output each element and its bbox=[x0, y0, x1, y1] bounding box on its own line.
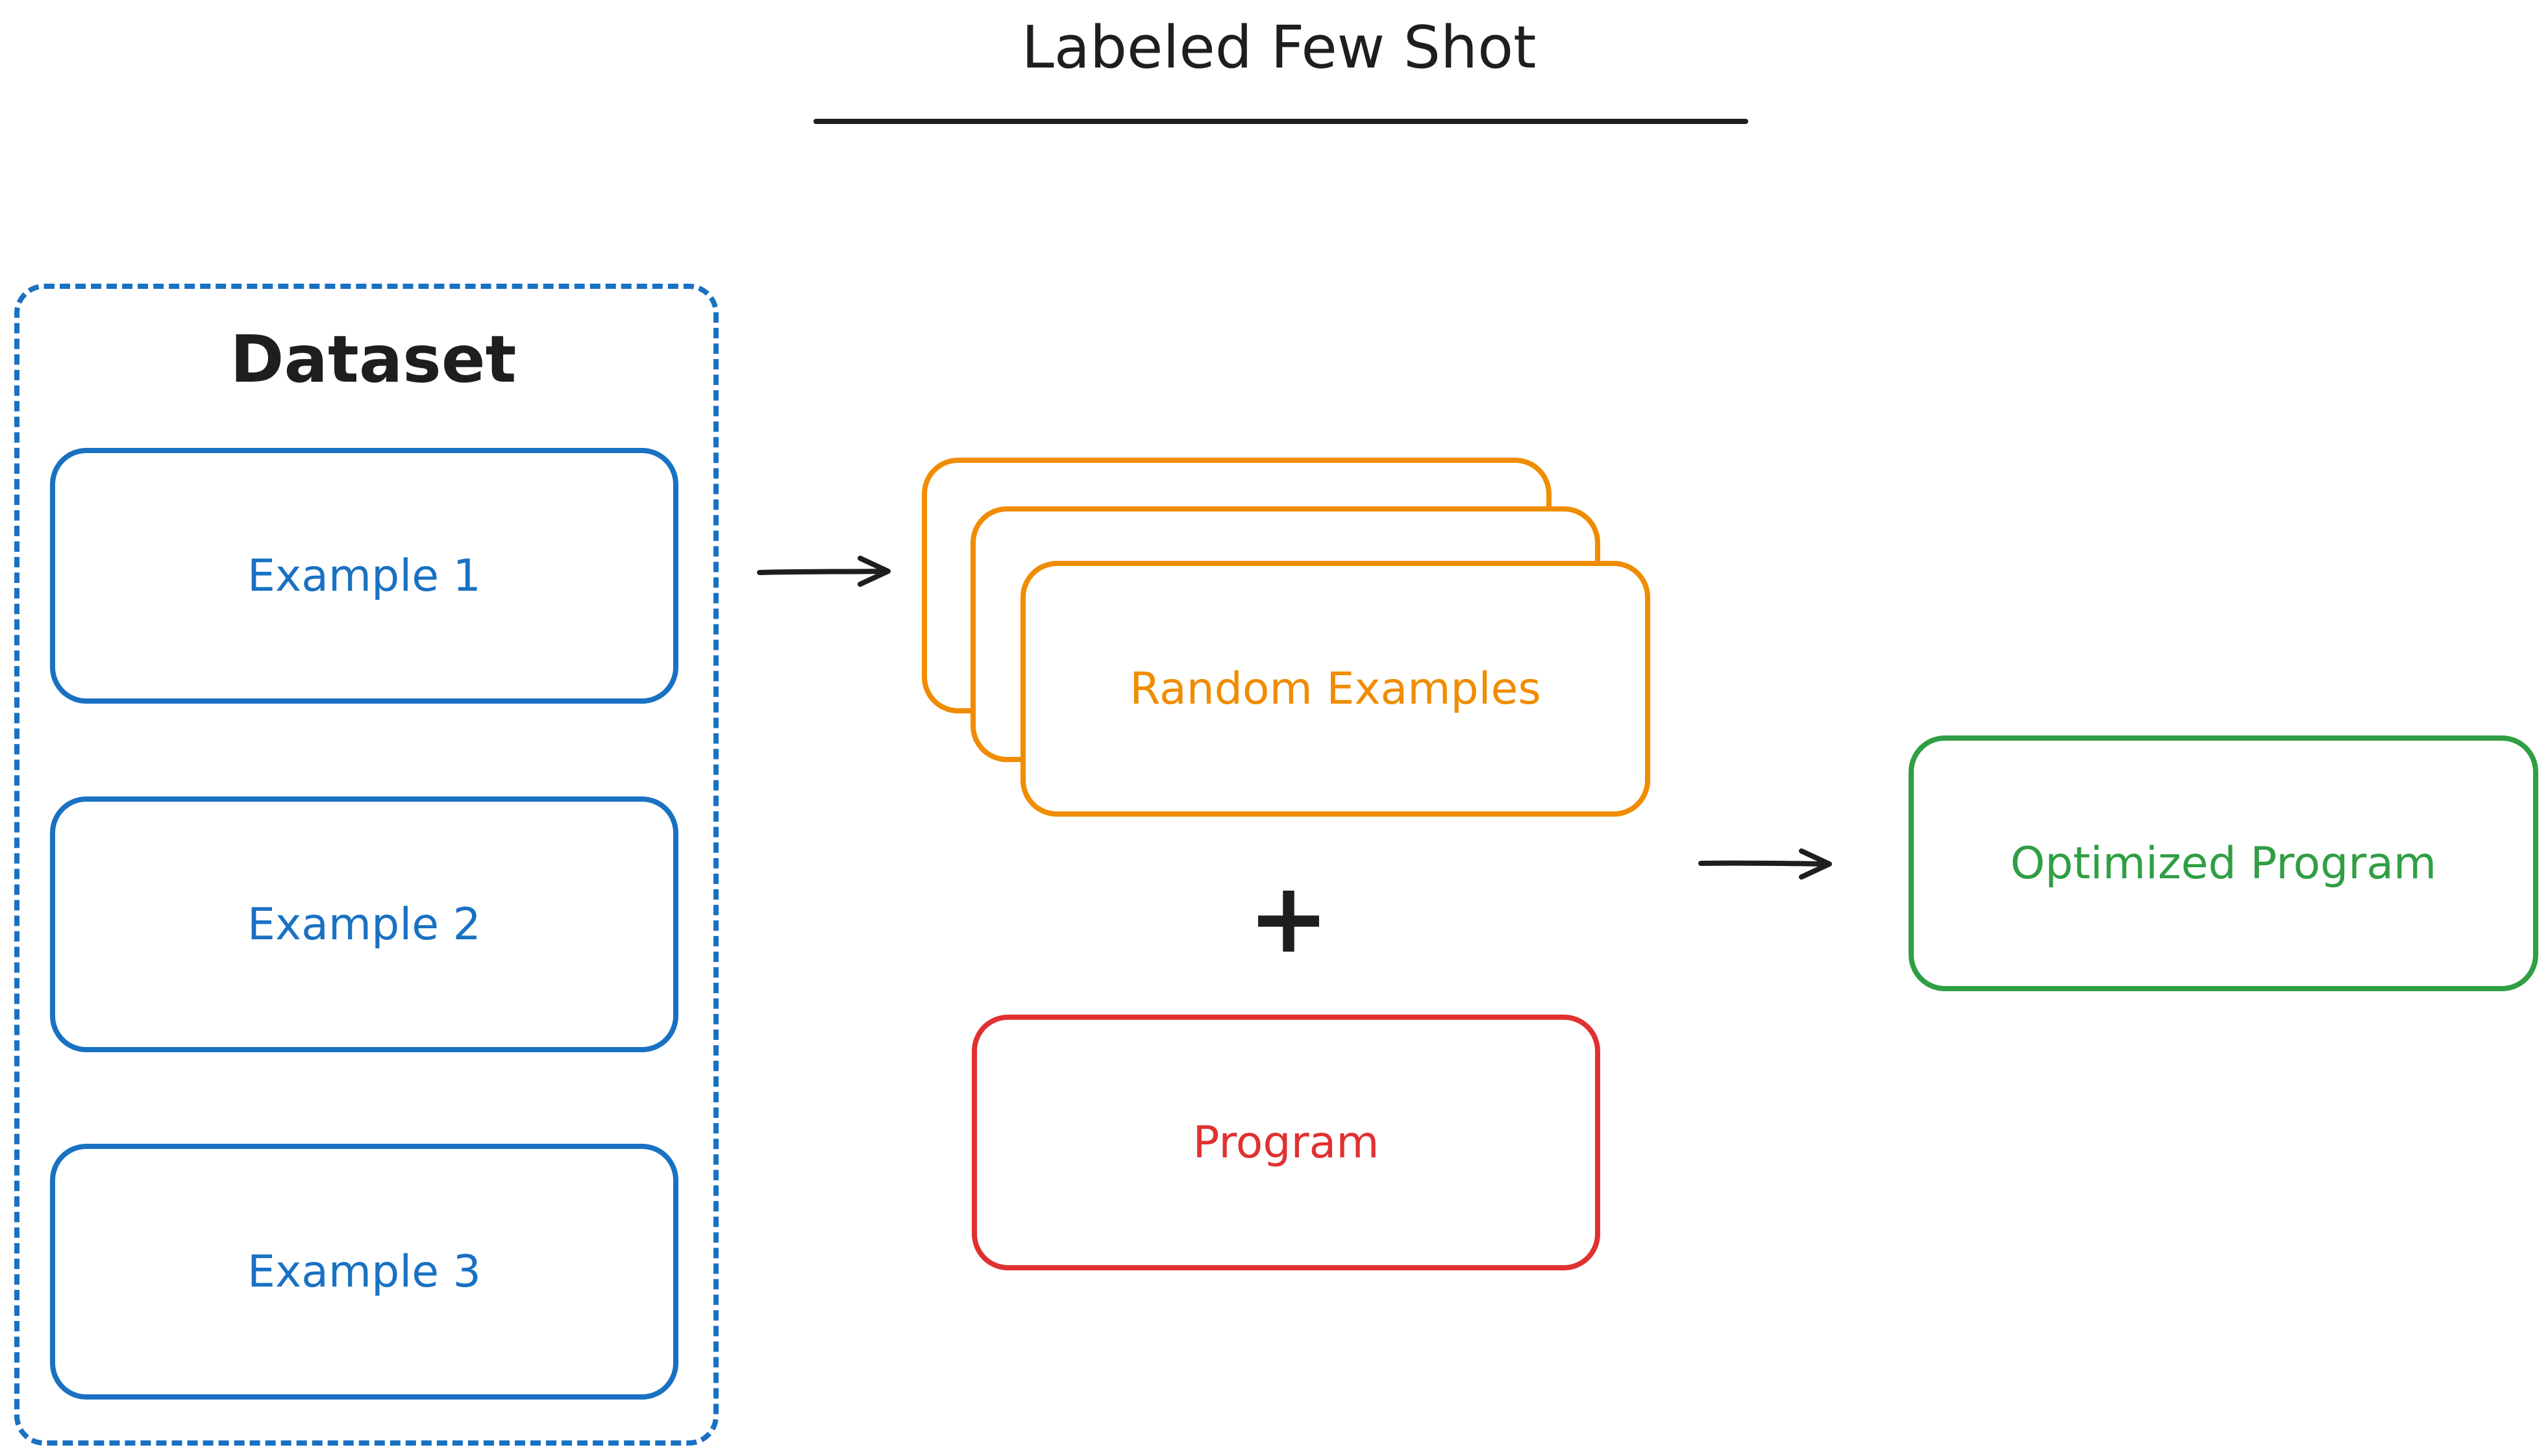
example-2-box: Example 2 bbox=[50, 796, 678, 1052]
example-1-label: Example 1 bbox=[247, 550, 481, 602]
dataset-to-random-arrow bbox=[757, 556, 891, 587]
optimized-program-box: Optimized Program bbox=[1909, 735, 2538, 991]
title-underline bbox=[813, 119, 1748, 124]
combined-to-optimized-arrow bbox=[1698, 848, 1832, 880]
example-3-label: Example 3 bbox=[247, 1246, 481, 1298]
program-box: Program bbox=[972, 1015, 1600, 1270]
example-1-box: Example 1 bbox=[50, 448, 678, 704]
dataset-group bbox=[14, 284, 719, 1446]
optimized-program-label: Optimized Program bbox=[2010, 837, 2437, 889]
diagram-title: Labeled Few Shot bbox=[1021, 13, 1537, 82]
random-examples-label: Random Examples bbox=[1130, 663, 1541, 715]
dataset-title: Dataset bbox=[230, 321, 517, 397]
program-label: Program bbox=[1193, 1117, 1379, 1168]
plus-sign: + bbox=[1248, 862, 1330, 975]
example-3-box: Example 3 bbox=[50, 1144, 678, 1400]
example-2-label: Example 2 bbox=[247, 898, 481, 950]
random-examples-box: Random Examples bbox=[1020, 561, 1650, 817]
